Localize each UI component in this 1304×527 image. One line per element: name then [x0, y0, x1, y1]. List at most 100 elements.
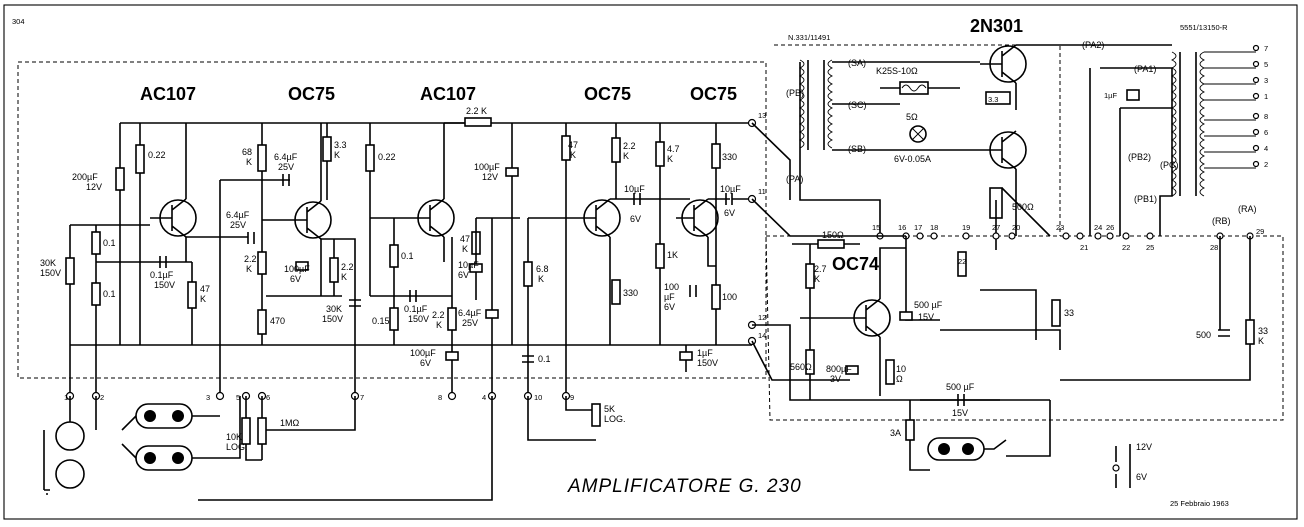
svg-text:30K: 30K	[326, 304, 342, 314]
capacitor-c64b	[247, 232, 255, 244]
svg-text:17: 17	[914, 223, 922, 232]
svg-text:10: 10	[896, 364, 906, 374]
svg-text:33: 33	[1258, 326, 1268, 336]
speaker-taps: 7 5 3 1 8 6 4 2	[1204, 44, 1268, 169]
svg-text:800µF: 800µF	[826, 364, 852, 374]
svg-text:K: K	[462, 244, 468, 254]
svg-text:100µF: 100µF	[410, 348, 436, 358]
svg-text:10: 10	[534, 393, 542, 402]
svg-text:6V: 6V	[724, 208, 735, 218]
svg-text:13: 13	[758, 111, 766, 120]
svg-text:100: 100	[722, 292, 737, 302]
svg-text:(PB1): (PB1)	[1134, 194, 1157, 204]
svg-text:K: K	[814, 274, 820, 284]
svg-text:10K: 10K	[226, 432, 242, 442]
label-q2: OC75	[288, 84, 335, 104]
svg-text:100µF: 100µF	[474, 162, 500, 172]
svg-text:K: K	[436, 320, 442, 330]
svg-text:0.1µF: 0.1µF	[404, 304, 428, 314]
svg-text:25V: 25V	[230, 220, 246, 230]
svg-text:6V: 6V	[664, 302, 675, 312]
svg-text:(SC): (SC)	[848, 100, 867, 110]
svg-text:22: 22	[958, 257, 966, 266]
label-driver-transformer: N.331/11491	[788, 33, 830, 42]
svg-text:0.22: 0.22	[148, 150, 166, 160]
label-q4: OC75	[584, 84, 631, 104]
svg-text:12V: 12V	[1136, 442, 1152, 452]
svg-text:150V: 150V	[697, 358, 718, 368]
svg-text:K: K	[623, 151, 629, 161]
label-q6: OC74	[832, 254, 879, 274]
capacitor-c500c	[1218, 329, 1230, 337]
capacitor-c100d	[689, 285, 697, 297]
preamp-board-outline	[17, 61, 767, 379]
svg-text:150V: 150V	[408, 314, 429, 324]
svg-text:K: K	[538, 274, 544, 284]
svg-text:6V: 6V	[290, 274, 301, 284]
resistor-47d	[655, 141, 665, 167]
svg-text:21: 21	[1080, 243, 1088, 252]
svg-text:6: 6	[1264, 128, 1268, 137]
svg-text:LOG.: LOG.	[604, 414, 626, 424]
page-number: 304	[12, 17, 25, 26]
label-c200: 200µF	[72, 172, 98, 182]
svg-text:47: 47	[460, 234, 470, 244]
svg-text:(SB): (SB)	[848, 144, 866, 154]
svg-text:K25S-10Ω: K25S-10Ω	[876, 66, 918, 76]
svg-text:5: 5	[1264, 60, 1268, 69]
svg-text:6.4µF: 6.4µF	[458, 308, 482, 318]
svg-text:8: 8	[1264, 112, 1268, 121]
svg-text:12V: 12V	[482, 172, 498, 182]
svg-text:15: 15	[872, 223, 880, 232]
svg-text:500: 500	[1196, 330, 1211, 340]
capacitor-c800	[845, 365, 859, 375]
svg-text:5K: 5K	[604, 404, 615, 414]
input-socket-1	[55, 421, 85, 451]
capacitor-c64c	[485, 309, 499, 319]
resistor-68b	[523, 261, 533, 287]
label-q3: AC107	[420, 84, 476, 104]
svg-text:(SA): (SA)	[848, 58, 866, 68]
svg-text:47: 47	[200, 284, 210, 294]
svg-text:2.2 K: 2.2 K	[466, 106, 487, 116]
svg-text:3: 3	[206, 393, 210, 402]
voltage-selector	[1115, 444, 1131, 488]
svg-text:330: 330	[623, 288, 638, 298]
svg-text:µF: µF	[664, 292, 675, 302]
svg-text:12: 12	[758, 313, 766, 322]
capacitor-c500b	[957, 394, 965, 406]
driver-secondary-winding	[827, 59, 834, 149]
svg-text:1: 1	[1264, 92, 1268, 101]
resistor-560	[805, 349, 815, 375]
svg-text:25: 25	[1146, 243, 1154, 252]
resistor-33b	[1051, 299, 1061, 327]
resistor-47c	[561, 135, 571, 161]
svg-text:560Ω: 560Ω	[790, 362, 812, 372]
pot-5k	[591, 403, 601, 427]
svg-text:10µF: 10µF	[720, 184, 741, 194]
svg-text:6: 6	[266, 393, 270, 402]
capacitor-c10a	[469, 263, 483, 273]
svg-text:24: 24	[1094, 223, 1102, 232]
resistor-330a	[611, 279, 621, 305]
svg-text:25V: 25V	[278, 162, 294, 172]
svg-text:1MΩ: 1MΩ	[280, 418, 300, 428]
svg-text:150Ω: 150Ω	[822, 230, 844, 240]
svg-text:18: 18	[930, 223, 938, 232]
date-label: 25 Febbraio 1963	[1170, 499, 1229, 508]
resistor-100	[711, 284, 721, 310]
svg-text:(PC): (PC)	[1160, 160, 1179, 170]
svg-text:2.2: 2.2	[244, 254, 257, 264]
svg-text:330: 330	[722, 152, 737, 162]
output-secondary-winding	[1199, 51, 1206, 197]
svg-text:K: K	[1258, 336, 1264, 346]
pot-10k	[241, 417, 251, 445]
capacitor-c100c	[445, 351, 459, 361]
svg-text:2: 2	[100, 393, 104, 402]
resistor-022b	[365, 144, 375, 172]
label-output-transformer: 5551/13150-R	[1180, 23, 1228, 32]
resistor-10	[885, 359, 895, 385]
svg-text:0.15: 0.15	[372, 316, 390, 326]
capacitor-c1	[679, 351, 693, 361]
resistor-22c	[447, 307, 457, 331]
